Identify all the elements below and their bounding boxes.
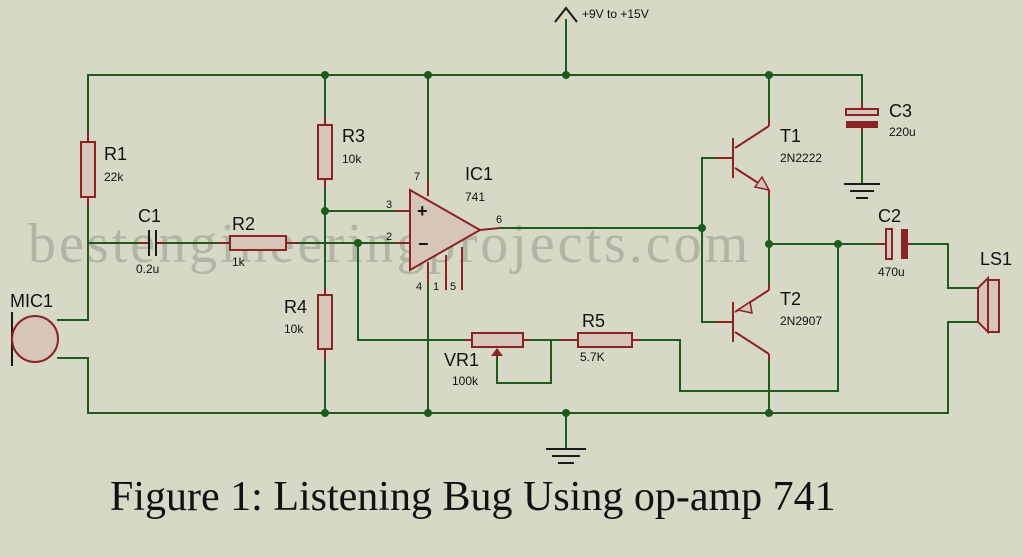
ic1: + − 3 2 6 7 4 1 5 IC1 741	[386, 164, 502, 293]
wires	[57, 19, 979, 449]
mic1: MIC1	[10, 291, 59, 366]
ic1-pin-7: 7	[414, 171, 420, 183]
r5: R5 5.7K	[560, 311, 640, 364]
ls1: LS1	[977, 249, 1012, 335]
t1: T1 2N2222	[716, 120, 822, 196]
r4: R4 10k	[284, 288, 333, 360]
ic1-pin-6: 6	[496, 214, 502, 226]
c1-ref: C1	[138, 206, 161, 226]
t2-value: 2N2907	[780, 314, 822, 328]
c2-value: 470u	[878, 265, 905, 279]
r2: R2 1k	[218, 214, 298, 269]
r1: R1 22k	[80, 132, 127, 207]
r5-value: 5.7K	[580, 350, 605, 364]
r1-ref: R1	[104, 144, 127, 164]
r3-ref: R3	[342, 126, 365, 146]
r1-value: 22k	[104, 170, 124, 184]
r3: R3 10k	[317, 118, 365, 188]
vr1-ref: VR1	[444, 350, 479, 370]
r4-ref: R4	[284, 297, 307, 317]
t1-value: 2N2222	[780, 151, 822, 165]
t2-ref: T2	[780, 289, 801, 309]
ic1-value: 741	[465, 190, 485, 204]
ground-symbol-c3	[844, 183, 880, 199]
c3-ref: C3	[889, 101, 912, 121]
c2-ref: C2	[878, 206, 901, 226]
supply-symbol: +9V to +15V	[554, 6, 649, 23]
r5-ref: R5	[582, 311, 605, 331]
r3-value: 10k	[342, 152, 362, 166]
mic1-ref: MIC1	[10, 291, 53, 311]
t1-ref: T1	[780, 126, 801, 146]
ic1-ref: IC1	[465, 164, 493, 184]
c3: C3 220u	[845, 101, 916, 139]
ic1-pin-5: 5	[450, 281, 456, 293]
r2-value: 1k	[232, 255, 246, 269]
ic1-pin-1: 1	[433, 281, 439, 293]
ic1-pin-2: 2	[386, 231, 392, 243]
r4-value: 10k	[284, 322, 304, 336]
c1: C1 0.2u	[136, 206, 165, 276]
supply-label: +9V to +15V	[582, 7, 649, 21]
c3-value: 220u	[889, 125, 916, 139]
c2: C2 470u	[876, 206, 912, 279]
ls1-ref: LS1	[980, 249, 1012, 269]
figure-caption: Figure 1: Listening Bug Using op-amp 741	[110, 474, 836, 520]
ground-symbol-main	[546, 448, 586, 464]
ic1-pin-4: 4	[416, 281, 422, 293]
c1-value: 0.2u	[136, 262, 159, 276]
r2-ref: R2	[232, 214, 255, 234]
vr1-value: 100k	[452, 374, 479, 388]
t2: T2 2N2907	[716, 284, 822, 360]
ic1-minus-sign: −	[418, 234, 429, 254]
junction-dots	[321, 71, 842, 417]
vr1: VR1 100k	[444, 332, 530, 388]
ic1-plus-sign: +	[417, 201, 428, 221]
ic1-pin-3: 3	[386, 199, 392, 211]
